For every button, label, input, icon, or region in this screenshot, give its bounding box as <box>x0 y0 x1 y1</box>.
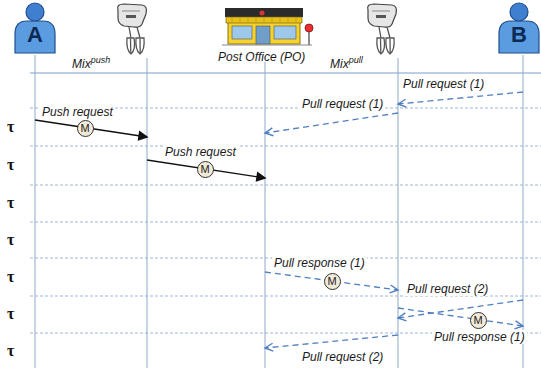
message-token: M <box>77 120 94 137</box>
actor-head <box>510 3 528 21</box>
post-office-label: Post Office (PO) <box>218 47 305 65</box>
mixer-icon <box>368 4 397 54</box>
message-label: Push request <box>40 105 115 119</box>
node-label: Post Office (PO) <box>218 50 305 64</box>
time-slot-label: τ <box>7 118 14 136</box>
arrowhead <box>398 313 406 321</box>
time-slot-label: τ <box>7 305 14 323</box>
push-message <box>35 120 147 140</box>
time-slot-label: τ <box>7 156 14 174</box>
actor-letter: B <box>497 22 541 48</box>
time-slot-label: τ <box>7 342 14 360</box>
actor: B <box>497 2 541 54</box>
message-line <box>147 160 265 178</box>
push-message <box>147 160 265 181</box>
message-line <box>35 120 147 137</box>
arrowhead <box>265 343 273 351</box>
arrowhead <box>256 173 265 181</box>
mix-superscript: push <box>91 55 111 65</box>
message-label: Pull request (2) <box>300 350 385 364</box>
message-label: Pull request (2) <box>405 282 490 296</box>
pull-message <box>265 113 398 136</box>
message-label: Pull request (1) <box>300 97 385 111</box>
message-line <box>398 300 523 318</box>
pull-message <box>265 335 398 351</box>
pull-message <box>265 272 398 293</box>
pull-message <box>398 300 523 321</box>
pull-message <box>398 308 523 329</box>
message-line <box>265 113 398 133</box>
arrowhead <box>515 321 523 329</box>
arrowhead <box>390 285 398 293</box>
slot-separators <box>30 108 541 333</box>
arrowhead <box>138 132 147 140</box>
message-label: Pull request (1) <box>401 77 486 91</box>
message-line <box>265 335 398 348</box>
message-line <box>265 272 398 290</box>
message-token: M <box>197 161 214 178</box>
message-label: Push request <box>163 145 238 159</box>
arrowhead <box>265 128 274 136</box>
mix-label: Mixpush <box>72 54 110 72</box>
arrowhead <box>398 99 406 107</box>
time-slot-label: τ <box>7 268 14 286</box>
node-label: Mix <box>330 57 349 71</box>
lifelines <box>35 55 523 368</box>
message-token: M <box>324 273 341 290</box>
mix-label: Mixpull <box>330 54 363 72</box>
message-label: Pull response (1) <box>432 330 527 344</box>
message-line <box>398 92 523 104</box>
mixer-icon <box>118 4 147 54</box>
message-label: Pull response (1) <box>272 256 367 270</box>
mix-superscript: pull <box>349 55 363 65</box>
pull-message <box>398 92 523 107</box>
actor-head <box>26 3 44 21</box>
time-slot-label: τ <box>7 194 14 212</box>
node-label: Mix <box>72 57 91 71</box>
top-rule <box>30 73 541 74</box>
actor-letter: A <box>12 22 58 48</box>
actor: A <box>12 2 58 54</box>
message-token: M <box>470 312 487 329</box>
time-slot-label: τ <box>7 231 14 249</box>
message-line <box>398 308 523 326</box>
post-office-icon <box>222 8 313 45</box>
